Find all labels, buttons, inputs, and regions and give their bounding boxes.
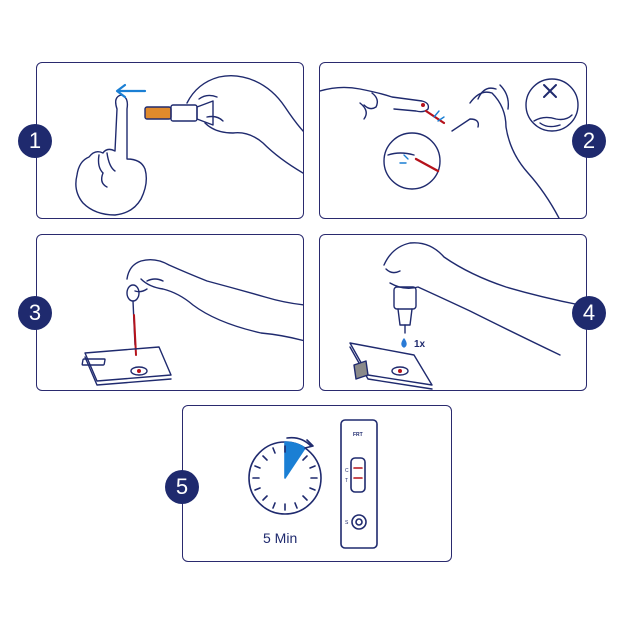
pipette-icon	[126, 284, 140, 356]
step-4-badge: 4	[572, 296, 606, 330]
drop-count-label: 1x	[414, 339, 426, 350]
control-mark: C	[345, 468, 349, 474]
step-1-panel	[36, 62, 304, 219]
arrow-left-icon	[115, 83, 147, 99]
step-5-badge: 5	[165, 470, 199, 504]
step-2-badge: 2	[572, 124, 606, 158]
dropper-bottle-icon	[393, 286, 417, 334]
step-1-illustration	[75, 74, 303, 216]
test-cassette-icon	[340, 419, 378, 549]
hand-icon	[126, 258, 303, 306]
bottle-cap-icon	[353, 360, 369, 380]
step-4-panel: 1x	[319, 234, 587, 391]
step-3-badge: 3	[18, 296, 52, 330]
zoom-detail	[383, 132, 441, 190]
test-mark: T	[345, 478, 349, 484]
step-5-illustration	[248, 419, 378, 549]
timer-label: 5 Min	[263, 530, 298, 546]
step-2-illustration	[320, 78, 579, 218]
lancet-icon	[144, 100, 214, 126]
hand-icon	[320, 86, 430, 113]
step-5-panel: 5 Min FRT C T S	[182, 405, 452, 562]
step-1-badge: 1	[18, 124, 52, 158]
step-3-illustration	[81, 258, 303, 386]
step-3-panel	[36, 234, 304, 391]
sample-mark: S	[345, 520, 349, 526]
device-label: FRT	[353, 432, 363, 438]
no-squeeze-icon	[525, 78, 579, 132]
hand-icon	[75, 94, 148, 216]
step-4-illustration	[349, 242, 581, 390]
step-2-panel	[319, 62, 587, 219]
drop-icon	[401, 338, 407, 348]
test-cassette-icon	[81, 346, 172, 386]
hand-icon	[383, 242, 581, 306]
stopwatch-icon	[248, 436, 322, 515]
